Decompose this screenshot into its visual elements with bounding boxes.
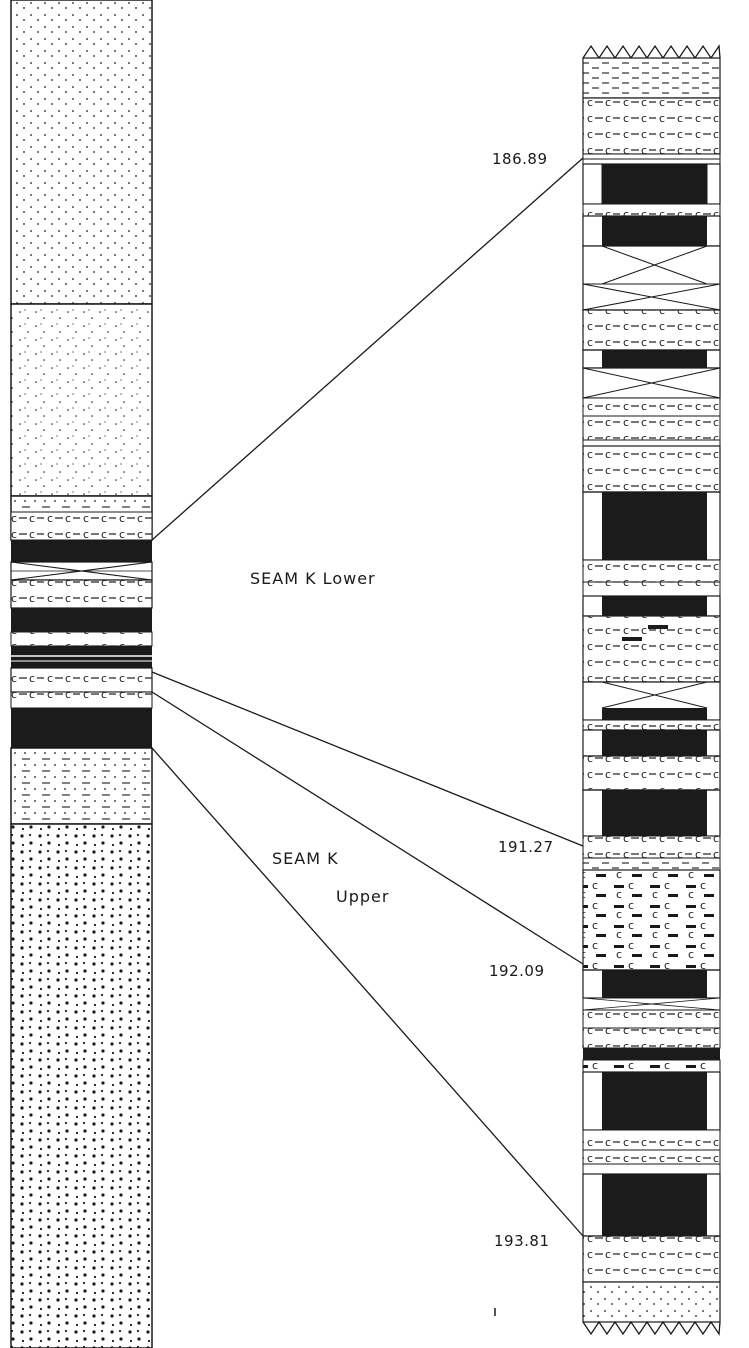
right-carbonaceous-thin-1 (583, 204, 720, 216)
left-sandstone-fine-upper (11, 0, 152, 304)
right-top-break-zigzag (583, 46, 720, 58)
left-parting-x (11, 562, 152, 580)
right-carbonaceous-bold-3 (583, 1060, 720, 1072)
left-coal-band-1 (11, 608, 152, 632)
left-sandstone-coarse (11, 824, 152, 1348)
left-coal-seam-k-lower (11, 540, 152, 562)
left-coal-seam-k-upper (11, 708, 152, 748)
right-parting-x-2 (583, 368, 720, 398)
right-coal-bed-3 (602, 350, 707, 368)
right-log-column (583, 46, 720, 1334)
right-coal-bed-7 (602, 790, 707, 836)
depth-label-192-09: 192.09 (489, 962, 545, 980)
correlation-line-193-81 (152, 748, 583, 1236)
right-coal-bed-5 (602, 596, 707, 616)
left-carbonaceous-bed-3 (11, 632, 152, 646)
left-carbonaceous-bed-2 (11, 580, 152, 608)
right-parting-x-3 (583, 682, 720, 720)
right-coal-bed-2 (602, 216, 707, 246)
right-parting-x-4 (583, 998, 720, 1010)
right-carbonaceous-thin-3 (583, 416, 720, 440)
right-carbonaceous-top (583, 98, 720, 154)
right-carbonaceous-thin-4 (583, 560, 720, 582)
depth-label-193-81: 193.81 (494, 1232, 550, 1250)
right-carbonaceous-bold-2 (583, 870, 720, 970)
right-coal-bed-6 (602, 730, 707, 756)
right-carbonaceous-thin-10 (583, 1130, 720, 1150)
right-coal-bed-4 (602, 492, 707, 560)
correlation-lines (152, 158, 583, 1236)
right-siltstone-top (583, 58, 720, 98)
right-coal-bed-10 (602, 1174, 707, 1236)
right-carbonaceous-bottom (583, 1236, 720, 1282)
right-coal-bed-1 (602, 164, 707, 204)
left-carbonaceous-bed-4 (11, 668, 152, 692)
seam-k-upper-label: Upper (336, 887, 389, 906)
left-siltstone-sandstone (11, 748, 152, 824)
right-carbonaceous-bed-3 (583, 756, 720, 790)
right-carbonaceous-thin-7 (583, 836, 720, 858)
right-carbonaceous-thin-11 (583, 1150, 720, 1164)
right-carbonaceous-thin-8 (583, 1010, 720, 1028)
left-carbonaceous-bed-1 (11, 512, 152, 540)
right-coal-bed-9 (602, 1072, 707, 1130)
depth-label-186-89: 186.89 (492, 150, 548, 168)
left-coal-band-2 (11, 646, 152, 668)
right-carbonaceous-thin-5 (583, 582, 720, 596)
correlation-line-186-89 (152, 158, 583, 540)
right-carbonaceous-thin-9 (583, 1028, 720, 1048)
right-carbonaceous-bed-1 (583, 310, 720, 350)
right-carbonaceous-thin-6 (583, 720, 720, 730)
right-carbonaceous-thin-2 (583, 398, 720, 416)
right-parting-x-1 (583, 246, 720, 310)
correlation-line-192-09 (152, 692, 583, 964)
seam-k-lower-label: SEAM K Lower (250, 569, 376, 588)
left-carbonaceous-bed-5 (11, 692, 152, 708)
right-carbonaceous-bed-2 (583, 446, 720, 492)
right-sandstone-bottom (583, 1282, 720, 1322)
left-sandstone-fine-middle (11, 304, 152, 496)
left-log-column (11, 0, 152, 1348)
correlation-line-191-27 (152, 672, 583, 846)
right-coal-bed-8 (602, 970, 707, 998)
seam-k-label: SEAM K (272, 849, 339, 868)
depth-label-191-27: 191.27 (498, 838, 554, 856)
